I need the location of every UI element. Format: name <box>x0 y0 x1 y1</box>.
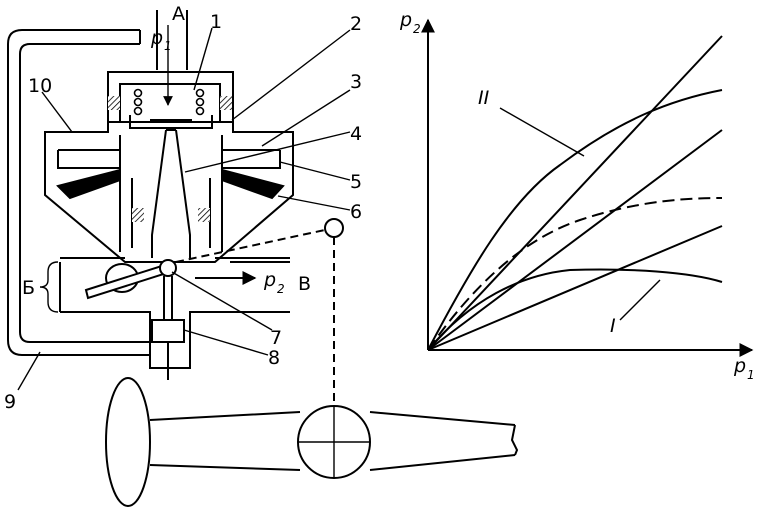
inlet-pressure-subscript: 1 <box>164 39 172 53</box>
label-5: 5 <box>350 171 362 193</box>
bypass-pipe-inner <box>19 43 150 343</box>
piston <box>151 129 191 258</box>
inlet-pressure-symbol: p <box>150 27 163 49</box>
wheel <box>105 377 151 507</box>
straight-line-2 <box>427 129 723 351</box>
label-10: 10 <box>28 75 52 97</box>
label-1: 1 <box>210 11 222 33</box>
axle-beam <box>149 411 516 471</box>
elastic-link <box>175 227 335 263</box>
spring-seat <box>151 319 185 343</box>
straight-line-1 <box>427 35 723 351</box>
curve-label-II: II <box>478 87 490 109</box>
curve-label-I: I <box>610 315 616 337</box>
diaphragm-right <box>221 168 285 200</box>
outlet-pressure-symbol: p <box>263 269 276 291</box>
leader-lines <box>17 25 351 391</box>
label-2: 2 <box>350 13 362 35</box>
bypass-pipe <box>7 29 150 356</box>
label-B: Б <box>22 277 35 299</box>
spring-right <box>195 88 205 116</box>
label-7: 7 <box>270 327 282 349</box>
chamber-brace <box>39 261 59 313</box>
curve-II <box>427 89 723 351</box>
spring-left <box>133 88 143 116</box>
label-V: В <box>298 273 311 295</box>
graph-x-symbol: p <box>733 355 746 377</box>
curve-dashed <box>427 197 723 351</box>
valve-cup <box>129 115 213 129</box>
label-3: 3 <box>350 71 362 93</box>
outlet-pressure-subscript: 2 <box>277 282 285 296</box>
label-9: 9 <box>4 391 16 413</box>
characteristic-graph <box>421 18 754 357</box>
label-6: 6 <box>350 201 362 223</box>
graph-y-subscript: 2 <box>413 22 421 36</box>
graph-x-subscript: 1 <box>747 368 755 382</box>
diaphragm-left <box>56 168 121 200</box>
regulator-drawing <box>7 10 519 507</box>
label-4: 4 <box>350 123 362 145</box>
control-lever <box>84 262 172 300</box>
curve-I <box>427 268 723 351</box>
link-roller <box>324 218 344 238</box>
straight-line-3 <box>427 225 723 351</box>
text-labels: А 1 2 3 4 5 6 10 7 8 9 Б В p 1 p 2 p 2 p… <box>4 3 755 413</box>
label-8: 8 <box>268 347 280 369</box>
label-A: А <box>172 3 185 25</box>
upper-cap <box>107 71 234 123</box>
graph-y-symbol: p <box>399 9 412 31</box>
